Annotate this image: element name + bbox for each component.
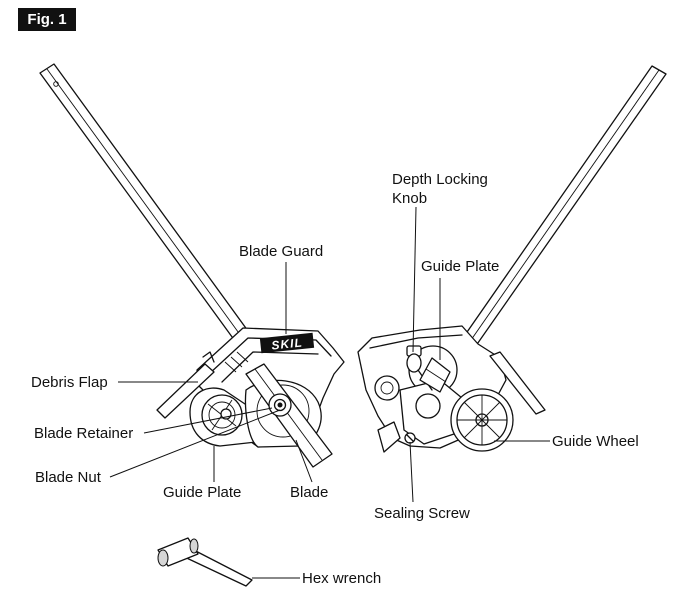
label-depth-locking-knob-line2: Knob [392,190,427,207]
shaft-collar [419,357,451,393]
label-blade: Blade [290,484,328,501]
label-blade-nut: Blade Nut [35,469,102,486]
debris-flap [156,351,215,419]
skil-logo-text: SKIL [271,335,304,352]
label-hex-wrench: Hex wrench [302,570,381,587]
label-blade-retainer: Blade Retainer [34,425,133,442]
depth-locking-knob [406,345,433,391]
right-front-flap [377,421,401,453]
sealing-screw [404,432,416,444]
label-blade-guard: Blade Guard [239,243,323,260]
right-rear-arm [489,351,546,415]
label-guide-plate-right: Guide Plate [421,258,499,275]
blade [245,363,333,468]
guide-wheel [450,388,514,452]
right-edger-illustration [357,65,667,453]
figure-label: Fig. 1 [18,8,76,31]
left-edger-illustration: SKIL [39,63,345,468]
label-depth-locking-knob-line1: Depth Locking [392,171,488,188]
hex-wrench-illustration [157,537,253,587]
left-handle-shaft [39,63,257,353]
label-guide-plate-left: Guide Plate [163,484,241,501]
part-labels: Blade Guard Debris Flap Blade Retainer B… [31,171,639,587]
label-debris-flap: Debris Flap [31,374,108,391]
leader-lines [109,206,550,579]
label-sealing-screw: Sealing Screw [374,505,470,522]
label-guide-wheel: Guide Wheel [552,433,639,450]
skil-logo: SKIL [259,332,315,354]
